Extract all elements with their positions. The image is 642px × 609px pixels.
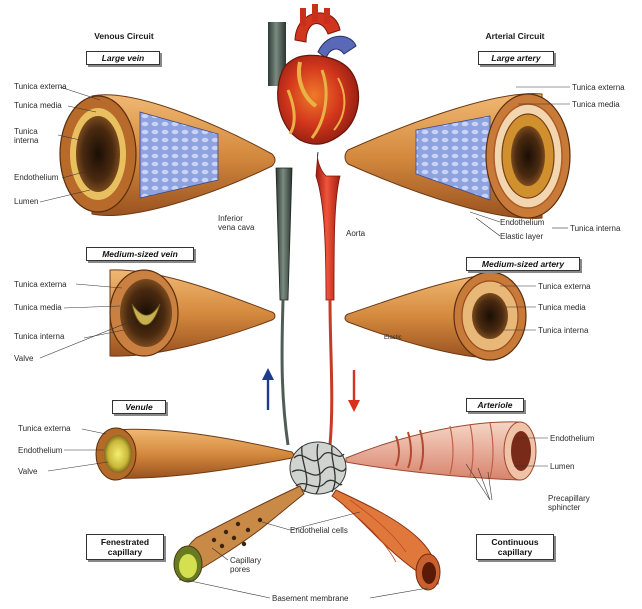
medium-vein-label-tunica-media: Tunica media [14,303,62,312]
endothelial-cells-label: Endothelial cells [290,526,348,535]
large-artery-label-tunica-interna: Tunica interna [570,224,621,233]
medium-artery-tiny-label: Elastic [384,335,402,341]
medium-artery-label-tunica-media: Tunica media [538,303,586,312]
leader-lines [39,86,570,599]
large-vein-title: Large vein [86,51,160,65]
venous-circuit-title: Venous Circuit [94,31,154,41]
capillary-pores-label-line-1: Capillary [230,556,262,565]
large-artery-label-tunica-media: Tunica media [572,100,620,109]
venule-label-endothelium: Endothelium [18,446,63,455]
venule-illustration [95,427,294,481]
arteriole-label-endothelium: Endothelium [550,434,595,443]
large-artery-label-tunica-externa: Tunica externa [572,83,625,92]
venule-label-tunica-externa: Tunica externa [18,424,71,433]
continuous-title-line-1: Continuous [491,537,539,547]
continuous-capillary-illustration [331,489,441,591]
venous-flow-arrow [262,368,274,410]
arteriole-label-lumen: Lumen [550,462,575,471]
arteriole-label-precapillary: Precapillary [548,494,590,503]
medium-artery-label-tunica-interna: Tunica interna [538,326,589,335]
medium-artery-label-tunica-externa: Tunica externa [538,282,591,291]
pulmonary-trunk [317,35,357,59]
arterial-flow-arrow [348,370,360,412]
fenestrated-title-line-2: capillary [107,547,143,557]
aorta-label: Aorta [346,229,366,238]
medium-vein-illustration [109,269,276,357]
fenestrated-title-line-1: Fenestrated [100,537,150,547]
large-vein-label-endothelium: Endothelium [14,173,59,182]
large-artery-label-endothelium: Endothelium [500,218,545,227]
venule-title: Venule [112,400,166,414]
arterial-circuit-title: Arterial Circuit [485,31,545,41]
arteriole-label-sphincter: sphincter [548,503,581,512]
venule-label-valve: Valve [18,467,38,476]
large-artery-title: Large artery [478,51,554,65]
large-vein-label-interna: interna [14,136,39,145]
large-vein-label-tunica-media: Tunica media [14,101,62,110]
fenestrated-capillary-title: Fenestrated capillary [86,534,164,560]
heart-illustration [268,4,360,145]
ivc-label-line-2: vena cava [218,223,255,232]
medium-artery-illustration [344,271,527,361]
arteriole-title: Arteriole [466,398,524,412]
inferior-vena-cava-pipe [275,167,293,301]
medium-artery-title: Medium-sized artery [466,257,580,271]
vein-thin-line [280,299,290,446]
large-vein-label-tunica: Tunica [14,127,38,136]
medium-vein-label-tunica-interna: Tunica interna [14,332,65,341]
large-vein-label-lumen: Lumen [14,197,39,206]
aorta-pipe [315,151,341,301]
capillary-pores-label-line-2: pores [230,565,251,574]
arteriole-illustration [345,421,537,481]
large-vein-illustration [59,94,276,216]
artery-thin-line [328,299,334,446]
basement-membrane-label: Basement membrane [272,594,349,603]
superior-vena-cava [268,22,286,86]
continuous-capillary-title: Continuous capillary [476,534,554,560]
ivc-label-line-1: Inferior [218,214,243,223]
large-artery-illustration [344,93,571,219]
medium-vein-title: Medium-sized vein [86,247,194,261]
large-artery-label-elastic-layer: Elastic layer [500,232,544,241]
continuous-title-line-2: capillary [497,547,533,557]
medium-vein-label-tunica-externa: Tunica externa [14,280,67,289]
large-vein-label-tunica-externa: Tunica externa [14,82,67,91]
fenestrated-capillary-illustration [173,485,305,583]
capillary-bed [289,441,347,495]
medium-vein-label-valve: Valve [14,354,34,363]
